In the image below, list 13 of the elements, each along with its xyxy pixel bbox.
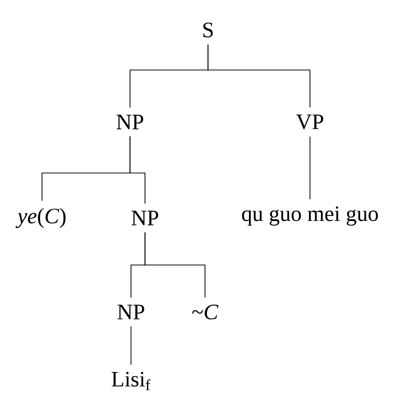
node-label: Lisi$_{f}$ [112, 372, 150, 390]
node-label: VP [296, 114, 324, 130]
node-label: NP [118, 304, 144, 320]
node-label: NP [132, 210, 158, 226]
node-label: S [203, 22, 213, 38]
tree-branch [130, 326, 132, 366]
node-label: ~C [192, 304, 218, 320]
node-label: ye(C) [16, 208, 66, 228]
node-label: qu guo mei guo [242, 206, 378, 226]
node-label: NP [116, 114, 144, 130]
tree-branch [208, 44, 310, 108]
tree-branch [130, 136, 146, 204]
tree-branch [144, 232, 206, 298]
